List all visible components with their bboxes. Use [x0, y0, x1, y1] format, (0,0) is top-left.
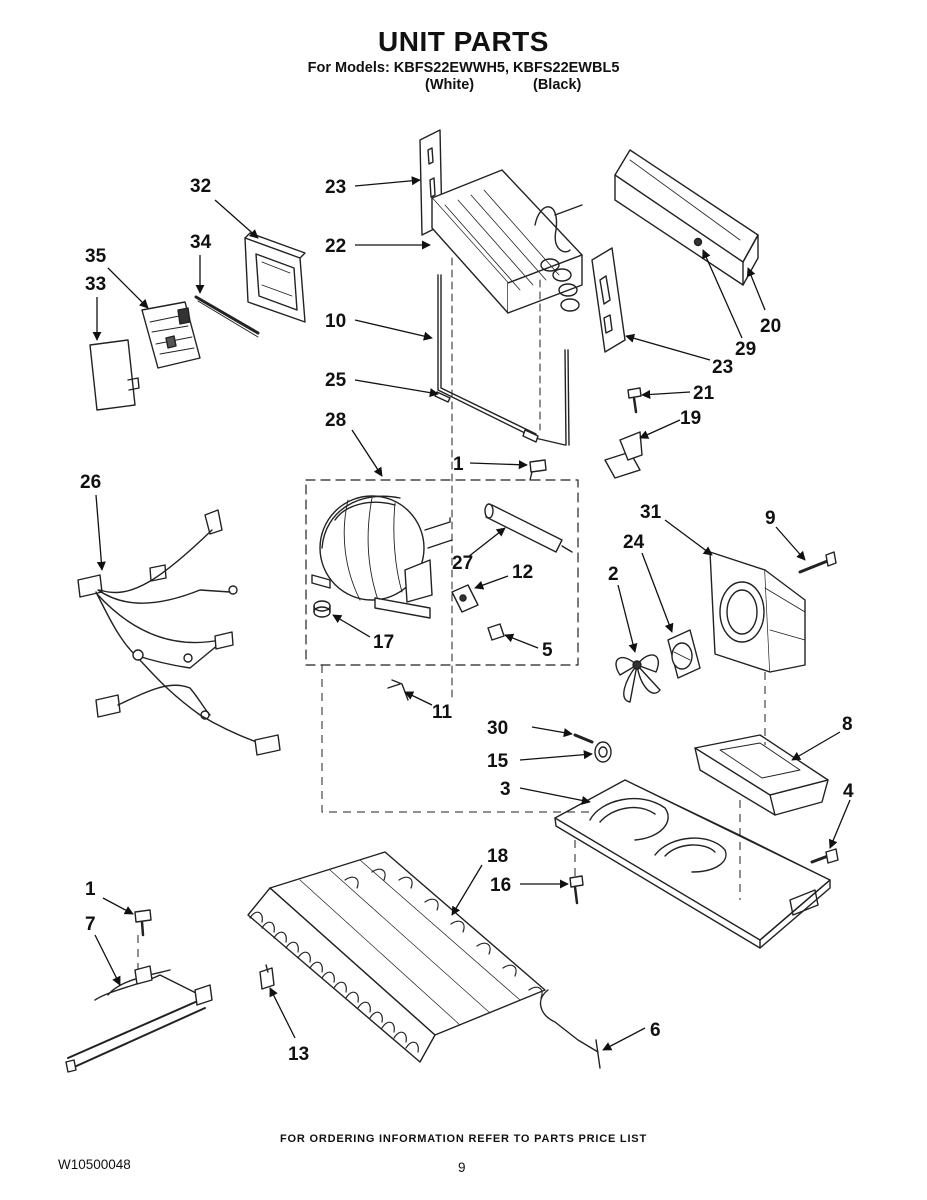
- callout-21: 21: [693, 383, 715, 404]
- callout-1-top: 1: [453, 454, 464, 475]
- condenser-coils: [249, 868, 543, 1053]
- callout-33: 33: [85, 274, 106, 295]
- callout-30: 30: [487, 718, 508, 739]
- callout-16: 16: [490, 875, 511, 896]
- callout-23-right: 23: [712, 357, 733, 378]
- clip-13-part: [259, 964, 275, 990]
- callout-28: 28: [325, 410, 346, 431]
- callout-24: 24: [623, 532, 645, 553]
- condenser-part: [247, 851, 546, 1063]
- wire-harness-7-part: [65, 965, 213, 1073]
- drier-part: [484, 503, 573, 553]
- ordering-note: FOR ORDERING INFORMATION REFER TO PARTS …: [280, 1133, 647, 1145]
- screw-4-part: [810, 848, 839, 864]
- relay-part: [451, 584, 479, 613]
- callout-9: 9: [765, 508, 776, 529]
- callout-13: 13: [288, 1044, 309, 1065]
- callout-25: 25: [325, 370, 347, 391]
- overload-part: [487, 623, 505, 641]
- callout-4: 4: [843, 781, 854, 802]
- control-frame-part: [244, 232, 306, 323]
- compressor-part: [311, 495, 453, 619]
- duct-cover-part: [614, 149, 759, 286]
- callout-19: 19: [680, 408, 701, 429]
- callout-22: 22: [325, 236, 346, 257]
- callout-7: 7: [85, 914, 96, 935]
- callout-11: 11: [432, 702, 453, 723]
- evaporator-part: [431, 169, 583, 314]
- clip-19-part: [604, 431, 643, 479]
- callout-32: 32: [190, 176, 211, 197]
- variant-white-label: (White): [425, 77, 475, 93]
- page-title: UNIT PARTS: [378, 26, 549, 57]
- control-cover-part: [89, 339, 140, 411]
- callout-17: 17: [373, 632, 394, 653]
- screw-1-bottom-part: [134, 909, 152, 937]
- compressor-assembly-outline: [305, 479, 579, 666]
- callout-29: 29: [735, 339, 756, 360]
- screw-9-part: [798, 551, 837, 574]
- drain-pan-part: [694, 734, 829, 816]
- callout-2: 2: [608, 564, 619, 585]
- clip-11-part: [387, 679, 409, 701]
- grommet-15-part: [594, 741, 612, 763]
- callout-26: 26: [80, 472, 101, 493]
- callout-20: 20: [760, 316, 781, 337]
- callout-34: 34: [190, 232, 212, 253]
- page-number: 9: [458, 1160, 466, 1175]
- callout-23-top: 23: [325, 177, 346, 198]
- models-line: For Models: KBFS22EWWH5, KBFS22EWBL5: [307, 60, 620, 76]
- screw-1-top-part: [529, 459, 547, 481]
- callout-6: 6: [650, 1020, 661, 1041]
- screw-16-part: [569, 875, 584, 905]
- tube-30-part: [573, 733, 594, 744]
- fan-blade-part: [615, 654, 661, 703]
- callout-27: 27: [452, 553, 473, 574]
- variant-black-label: (Black): [533, 77, 582, 93]
- wire-harness-part: [77, 509, 281, 756]
- callout-3: 3: [500, 779, 511, 800]
- callout-10: 10: [325, 311, 346, 332]
- control-board-part: [141, 301, 201, 369]
- callout-15: 15: [487, 751, 509, 772]
- evaporator-bracket-right-part: [591, 247, 626, 353]
- callout-5: 5: [542, 640, 553, 661]
- fan-shroud-part: [709, 551, 806, 673]
- screw-21-part: [627, 387, 642, 414]
- callout-1-bottom: 1: [85, 879, 96, 900]
- callout-12: 12: [512, 562, 533, 583]
- callout-18: 18: [487, 846, 508, 867]
- callout-31: 31: [640, 502, 662, 523]
- fan-motor-part: [667, 629, 701, 679]
- tube-6-part: [539, 989, 601, 1069]
- callout-35: 35: [85, 246, 107, 267]
- base-plate-part: [554, 779, 831, 949]
- document-number: W10500048: [58, 1157, 131, 1172]
- grommet-part: [313, 600, 331, 618]
- callout-8: 8: [842, 714, 853, 735]
- defrost-tube-part: [434, 274, 570, 446]
- gasket-strip-part: [194, 295, 260, 338]
